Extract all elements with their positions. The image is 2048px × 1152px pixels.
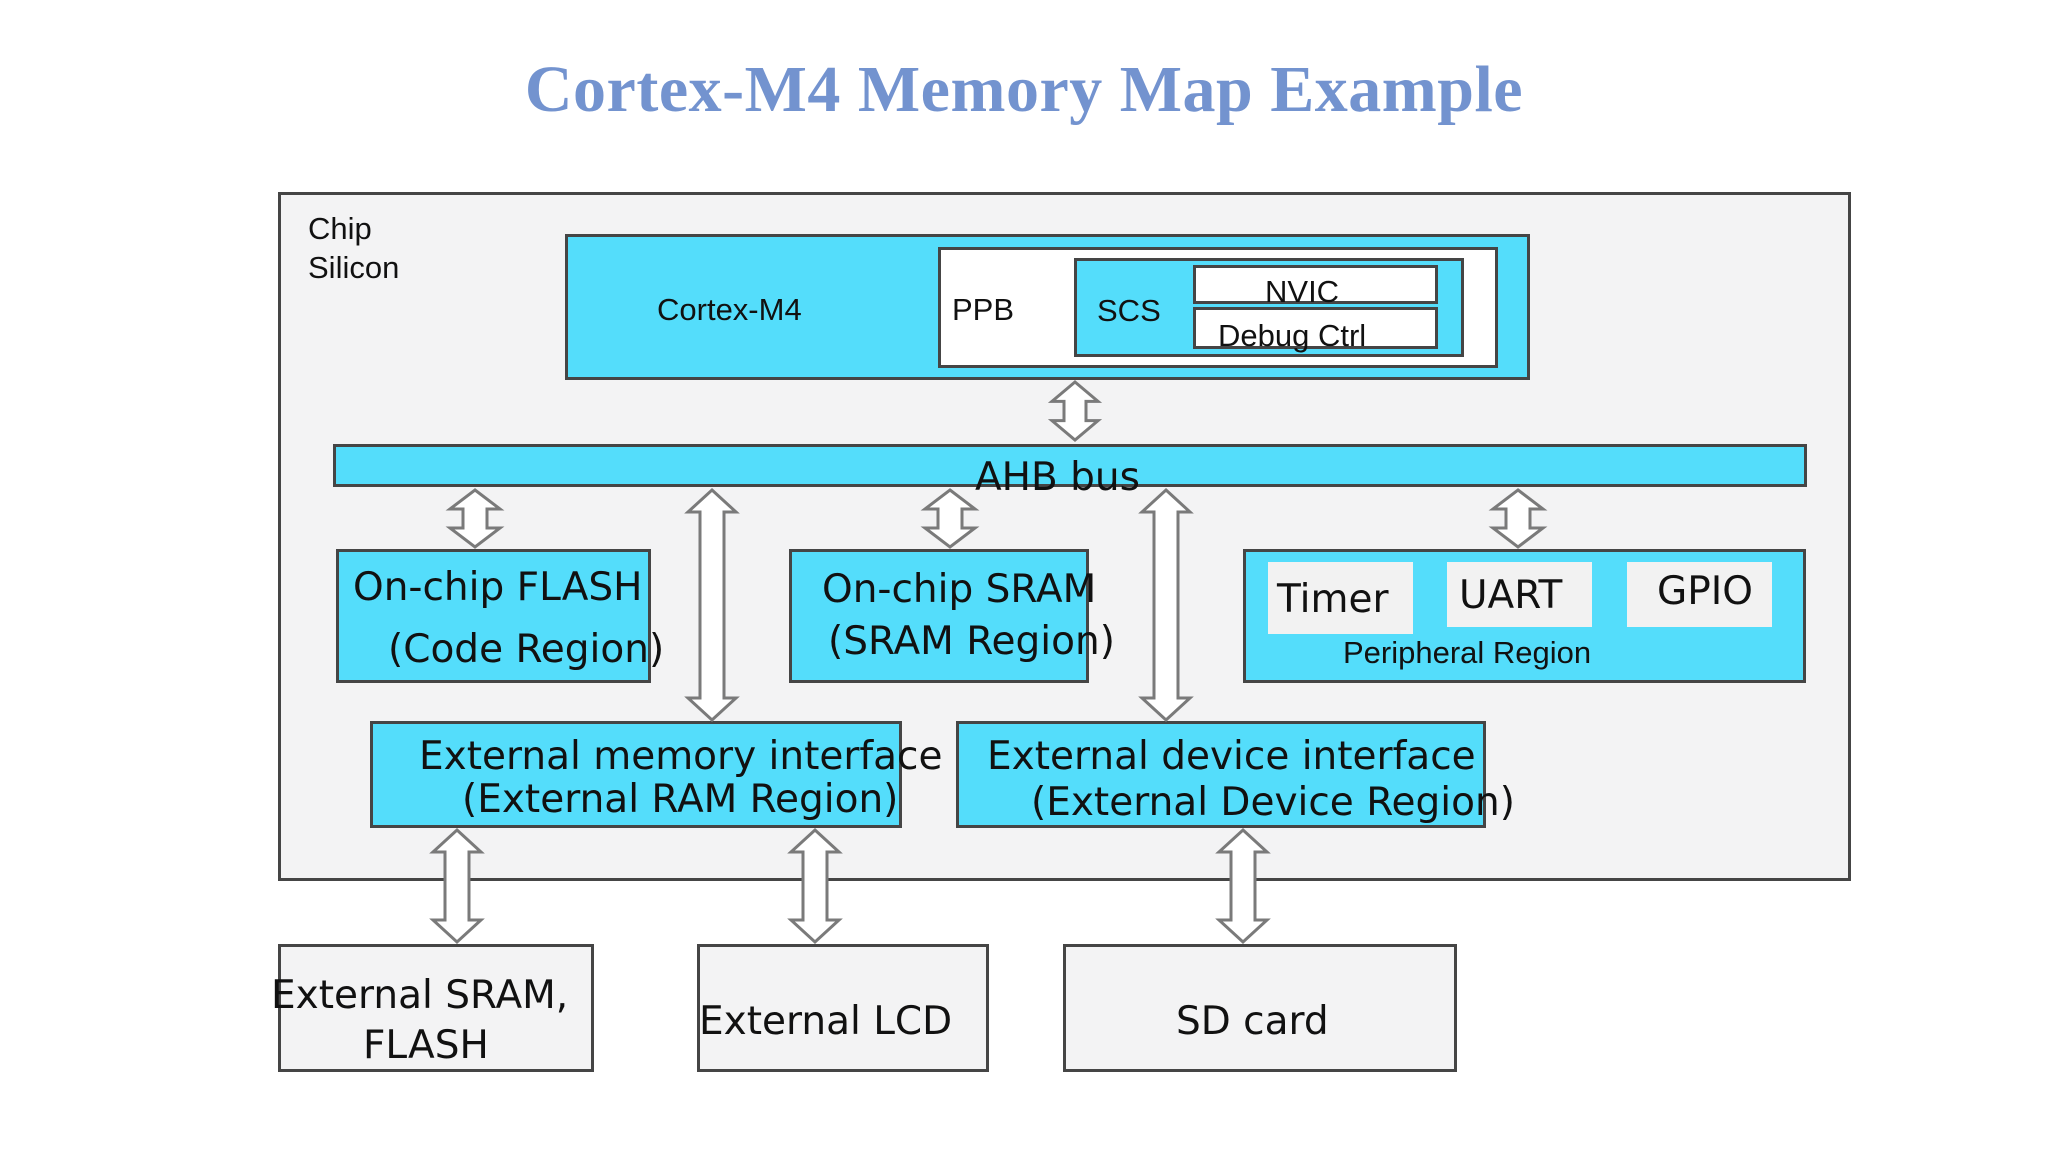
flash-label-line2: (Code Region) xyxy=(388,627,665,672)
chip-label-line1: Chip xyxy=(308,211,372,246)
arrow-bus-to-ext-mem xyxy=(684,487,740,723)
ppb-label: PPB xyxy=(952,292,1015,327)
uart-tile xyxy=(1447,562,1592,627)
ext-sram-flash-line1: External SRAM, xyxy=(271,973,569,1018)
timer-label: Timer xyxy=(1277,577,1389,622)
nvic-block xyxy=(1193,265,1438,304)
sd-card-box xyxy=(1063,944,1457,1072)
cortex-m4-label: Cortex-M4 xyxy=(657,292,802,327)
arrow-bus-to-sram xyxy=(920,488,980,549)
arrow-ext-dev-to-sd xyxy=(1215,827,1271,945)
gpio-label: GPIO xyxy=(1657,569,1753,614)
diagram-title: Cortex-M4 Memory Map Example xyxy=(524,53,1524,126)
sram-label-line2: (SRAM Region) xyxy=(828,619,1115,664)
ahb-bus-label: AHB bus xyxy=(975,455,1140,500)
ahb-bus xyxy=(333,444,1807,487)
peripheral-region-label: Peripheral Region xyxy=(1343,635,1592,670)
arrow-ext-mem-to-lcd xyxy=(787,827,843,945)
ext-dev-label-line1: External device interface xyxy=(987,734,1476,779)
sram-label-line1: On-chip SRAM xyxy=(822,567,1097,612)
ext-mem-label-line1: External memory interface xyxy=(419,734,943,779)
nvic-label: NVIC xyxy=(1265,274,1340,309)
on-chip-sram-block xyxy=(789,549,1089,683)
arrow-core-to-bus xyxy=(1047,380,1103,442)
external-lcd-label: External LCD xyxy=(699,999,953,1044)
gpio-tile xyxy=(1627,562,1772,627)
ext-sram-flash-line2: FLASH xyxy=(363,1023,489,1068)
arrow-bus-to-flash xyxy=(445,488,505,549)
external-device-interface-block xyxy=(956,721,1486,828)
ext-dev-label-line2: (External Device Region) xyxy=(1031,780,1515,825)
arrow-bus-to-ext-dev xyxy=(1138,487,1194,723)
chip-label-line2: Silicon xyxy=(308,250,400,285)
flash-label-line1: On-chip FLASH xyxy=(353,565,643,610)
debug-ctrl-block xyxy=(1193,307,1438,349)
timer-tile xyxy=(1268,562,1413,634)
sd-card-label: SD card xyxy=(1176,999,1329,1044)
arrow-ext-mem-to-sram-flash xyxy=(429,827,485,945)
external-lcd-box xyxy=(697,944,989,1072)
debug-ctrl-label: Debug Ctrl xyxy=(1218,318,1367,353)
uart-label: UART xyxy=(1459,573,1563,618)
external-memory-interface-block xyxy=(370,721,902,828)
ext-mem-label-line2: (External RAM Region) xyxy=(462,777,899,822)
scs-label: SCS xyxy=(1097,293,1161,328)
arrow-bus-to-peripheral xyxy=(1488,488,1548,549)
external-sram-flash-box xyxy=(278,944,594,1072)
on-chip-flash-block xyxy=(336,549,651,683)
